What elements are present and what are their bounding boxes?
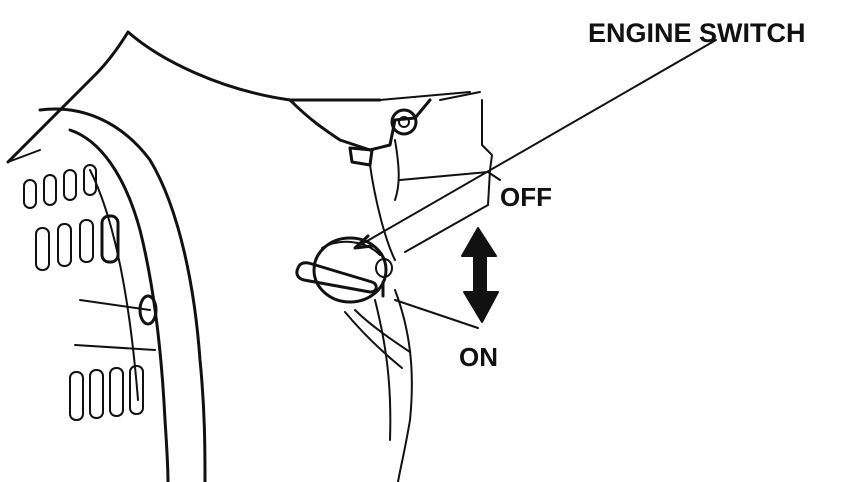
- panel-body-curve-2: [374, 299, 392, 441]
- panel-right-edge: [481, 99, 493, 206]
- panel-lower-line-2: [404, 204, 489, 253]
- toggle-arrow-icon: [461, 227, 499, 323]
- vent-slot: [100, 214, 120, 264]
- engine-switch-leader-arrowhead: [353, 234, 374, 250]
- shroud-outer-curve: [38, 107, 207, 482]
- bracket-arm: [394, 139, 400, 201]
- off-label: OFF: [500, 182, 552, 212]
- shroud-panel-line: [79, 299, 151, 311]
- switch-indicator-dot: [375, 258, 393, 278]
- on-label: ON: [459, 342, 498, 372]
- top-rail-2: [439, 91, 481, 101]
- switch-knob-rim: [321, 240, 381, 256]
- leader-lines: [353, 39, 717, 329]
- vent-slot: [63, 169, 77, 201]
- shroud-rib-1: [89, 169, 139, 401]
- vent-slots: [23, 164, 158, 421]
- switch-knob-lever[interactable]: [295, 261, 378, 294]
- on-leader: [394, 299, 479, 329]
- panel-lower-line: [399, 171, 489, 181]
- off-leader: [487, 171, 501, 181]
- switch-cable: [344, 309, 411, 369]
- switch-panel: [374, 99, 493, 482]
- panel-body-curve: [394, 289, 413, 482]
- bracket-outline: [288, 98, 432, 152]
- mounting-bracket: [288, 91, 481, 261]
- bracket-bolt-center: [398, 116, 410, 128]
- engine-switch-leader: [354, 39, 717, 249]
- cable-line-2: [354, 309, 411, 353]
- vent-slot: [83, 164, 97, 196]
- bracket-bolt: [390, 108, 418, 136]
- vent-slot: [35, 227, 50, 271]
- switch-knob-body[interactable]: [312, 236, 388, 304]
- vent-slot: [69, 371, 84, 421]
- shroud-panel-line-2: [74, 344, 156, 351]
- vent-slot: [129, 365, 144, 415]
- bracket-nut: [348, 146, 374, 167]
- engine-housing: [6, 30, 382, 482]
- vent-slot: [79, 219, 94, 263]
- vent-slot: [109, 367, 124, 417]
- engine-switch-label: ENGINE SWITCH: [588, 18, 806, 48]
- vent-slot: [43, 174, 57, 206]
- shroud-left-edge: [7, 149, 41, 163]
- bracket-arm-2: [369, 164, 396, 261]
- vent-slot: [23, 179, 37, 209]
- top-rail: [379, 91, 471, 101]
- housing-top-edge: [6, 30, 382, 164]
- vent-slot: [89, 369, 104, 419]
- cable-line: [344, 311, 403, 369]
- toggle-arrow-shape: [461, 227, 499, 323]
- shroud-fastener: [138, 294, 158, 326]
- engine-switch-knob[interactable]: [295, 236, 393, 304]
- vent-slot: [57, 223, 72, 267]
